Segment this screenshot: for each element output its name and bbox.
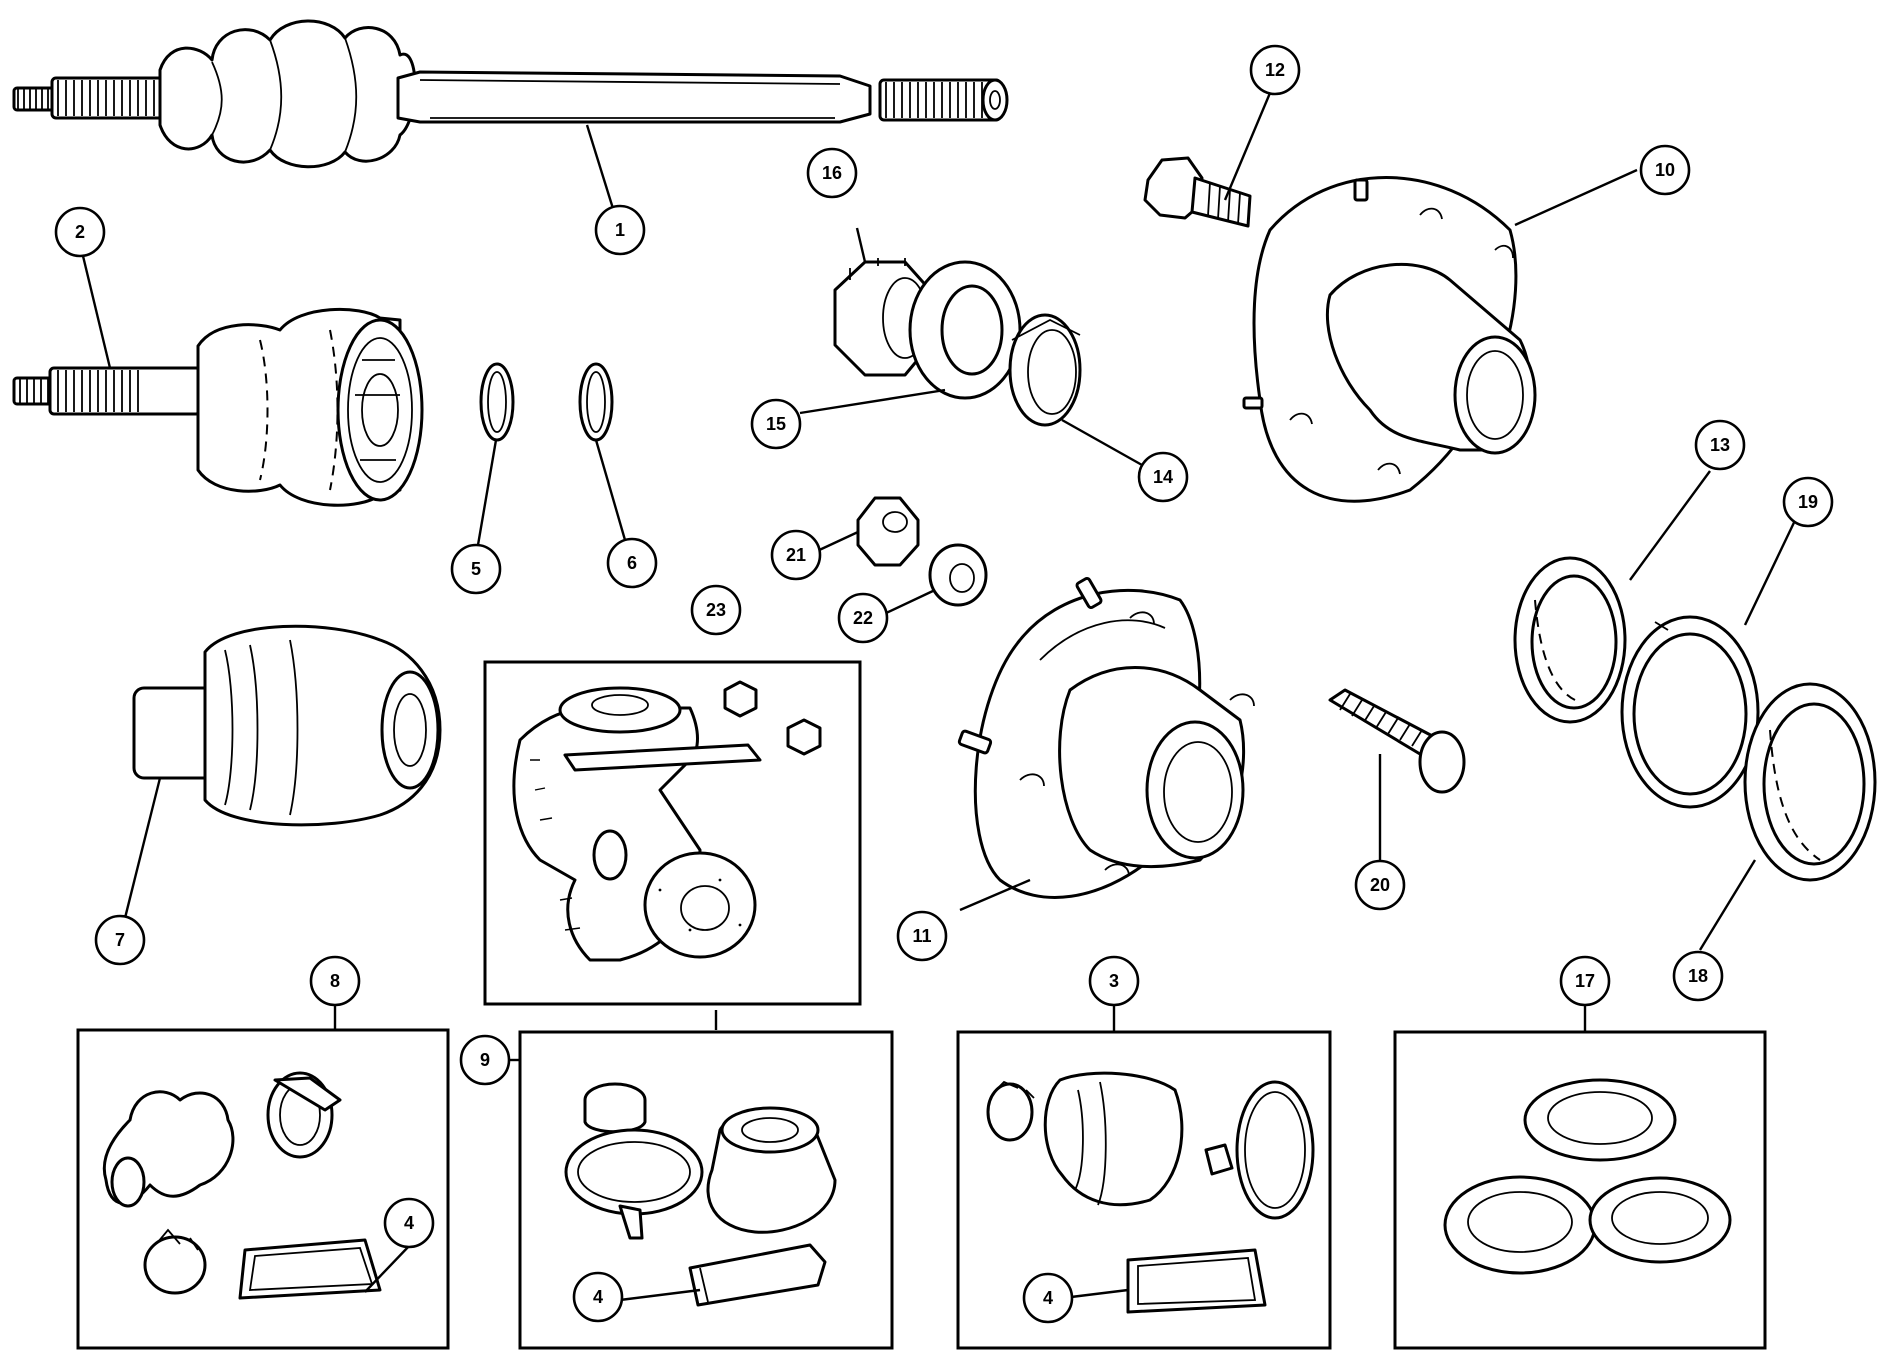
- callout-6: 6: [606, 537, 658, 589]
- callout-9: 9: [459, 1034, 511, 1086]
- callout-7: 7: [94, 914, 146, 966]
- svg-text:19: 19: [1798, 492, 1818, 512]
- circlip-6: [578, 362, 614, 442]
- svg-text:18: 18: [1688, 966, 1708, 986]
- callout-18: 18: [1672, 950, 1724, 1002]
- boot-kit-box-3: [956, 1030, 1332, 1350]
- wheel-stud: [1328, 688, 1466, 794]
- oil-seal: [1513, 556, 1627, 724]
- callout-13: 13: [1694, 419, 1746, 471]
- callout-10: 10: [1639, 144, 1691, 196]
- callout-1: 1: [594, 204, 646, 256]
- svg-text:7: 7: [115, 930, 125, 950]
- callout-17: 17: [1559, 955, 1611, 1007]
- svg-text:22: 22: [853, 608, 873, 628]
- spacer-ring: [1008, 313, 1082, 427]
- svg-text:3: 3: [1109, 971, 1119, 991]
- front-hub-flange: [957, 576, 1255, 899]
- bearing-race: [1743, 682, 1877, 882]
- callout-8: 8: [309, 955, 361, 1007]
- leader-lines: [81, 92, 1802, 1302]
- svg-text:4: 4: [593, 1287, 603, 1307]
- svg-text:4: 4: [404, 1213, 414, 1233]
- svg-text:12: 12: [1265, 60, 1285, 80]
- svg-text:9: 9: [480, 1050, 490, 1070]
- callout-11: 11: [896, 910, 948, 962]
- svg-text:5: 5: [471, 559, 481, 579]
- seal-kit-box-17: [1393, 1030, 1767, 1350]
- hex-bolt: [1143, 156, 1252, 228]
- callout-16: 16: [806, 147, 858, 199]
- svg-text:16: 16: [822, 163, 842, 183]
- callout-4-box-8: 4: [383, 1197, 435, 1249]
- svg-text:13: 13: [1710, 435, 1730, 455]
- callout-3: 3: [1088, 955, 1140, 1007]
- svg-text:1: 1: [615, 220, 625, 240]
- callout-2: 2: [54, 206, 106, 258]
- boot-kit-box-8: [76, 1028, 450, 1350]
- svg-text:8: 8: [330, 971, 340, 991]
- spring-washer: [928, 543, 988, 607]
- callout-12: 12: [1249, 44, 1301, 96]
- outer-cv-joint: [12, 307, 424, 507]
- bearing-kit-box: [483, 660, 862, 1006]
- svg-text:20: 20: [1370, 875, 1390, 895]
- hex-nut: [856, 496, 920, 567]
- callout-4-box-3: 4: [1022, 1272, 1074, 1324]
- callout-22: 22: [837, 592, 889, 644]
- svg-text:11: 11: [912, 926, 931, 946]
- callout-4-box-9: 4: [572, 1271, 624, 1323]
- callout-23: 23: [690, 584, 742, 636]
- svg-text:17: 17: [1575, 971, 1595, 991]
- callout-19: 19: [1782, 476, 1834, 528]
- svg-text:4: 4: [1043, 1288, 1053, 1308]
- boot-kit-box-9: [518, 1030, 894, 1350]
- callout-5: 5: [450, 543, 502, 595]
- rear-hub: [1242, 176, 1537, 503]
- svg-text:6: 6: [627, 553, 637, 573]
- callout-21: 21: [770, 529, 822, 581]
- callout-20: 20: [1354, 859, 1406, 911]
- split-ring: [1620, 615, 1760, 809]
- svg-text:21: 21: [786, 545, 806, 565]
- circlip-5: [479, 362, 515, 442]
- callout-15: 15: [750, 398, 802, 450]
- callout-14: 14: [1137, 451, 1189, 503]
- thrust-washer: [908, 260, 1022, 400]
- drive-shaft-assembly: [12, 19, 1009, 169]
- svg-text:23: 23: [706, 600, 726, 620]
- svg-text:10: 10: [1655, 160, 1675, 180]
- svg-text:14: 14: [1153, 467, 1173, 487]
- svg-text:15: 15: [766, 414, 786, 434]
- svg-text:2: 2: [75, 222, 85, 242]
- inner-joint-housing: [132, 624, 442, 827]
